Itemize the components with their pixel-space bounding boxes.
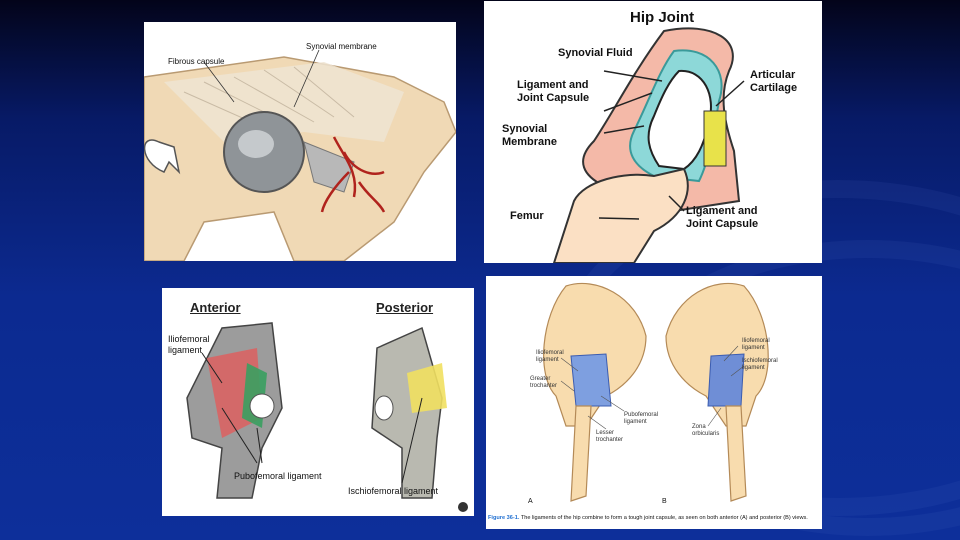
pelvis-ligaments-illustration (486, 276, 822, 529)
label-pubofemoral-ligament: Pubofemoral ligament (624, 412, 658, 426)
label-femur: Femur (510, 210, 544, 222)
image-hip-joint-diagram: Hip Joint Synovial Fluid Ligament and Jo… (484, 1, 822, 263)
label-zona-orbicularis: Zona orbicularis (692, 424, 719, 438)
caption-text: The ligaments of the hip combine to form… (519, 515, 807, 521)
label-lesser-trochanter: Lesser trochanter (596, 430, 623, 444)
label-synovial-membrane: Synovial Membrane (502, 123, 557, 149)
figure-caption: Figure 36-1. The ligaments of the hip co… (488, 515, 808, 521)
label-view-a: A (528, 498, 533, 505)
label-ligament-capsule-upper: Ligament and Joint Capsule (517, 79, 589, 105)
label-view-b: B (662, 498, 667, 505)
heading-anterior: Anterior (190, 300, 241, 315)
label-ischiofemoral-ligament: Ischiofemoral ligament (742, 358, 778, 372)
label-synovial-fluid: Synovial Fluid (558, 47, 633, 59)
label-greater-trochanter: Greater trochanter (530, 376, 557, 390)
label-synovial-membrane: Synovial membrane (306, 42, 377, 51)
label-iliofemoral-anterior: Iliofemoral ligament (536, 350, 564, 364)
caption-figure-number: Figure 36-1. (488, 515, 519, 521)
image-hip-capsule: Fibrous capsule Synovial membrane (144, 22, 456, 261)
label-articular-cartilage: Articular Cartilage (750, 69, 797, 95)
image-textbook-figure: Iliofemoral ligament Greater trochanter … (486, 276, 822, 529)
label-ligament-capsule-lower: Ligament and Joint Capsule (686, 205, 758, 231)
diagram-title: Hip Joint (630, 9, 694, 26)
label-pubofemoral: Pubofemoral ligament (234, 471, 322, 481)
label-iliofemoral: Iliofemoral ligament (168, 334, 210, 356)
label-iliofemoral-posterior: Iliofemoral ligament (742, 338, 770, 352)
image-anterior-posterior-ligaments: Anterior Posterior Iliofemoral ligament … (162, 288, 474, 516)
heading-posterior: Posterior (376, 300, 433, 315)
label-ischiofemoral: Ischiofemoral ligament (348, 486, 438, 496)
copyright-logo-icon (458, 502, 468, 512)
label-fibrous-capsule: Fibrous capsule (168, 57, 224, 66)
ligament-views-illustration (162, 288, 474, 516)
